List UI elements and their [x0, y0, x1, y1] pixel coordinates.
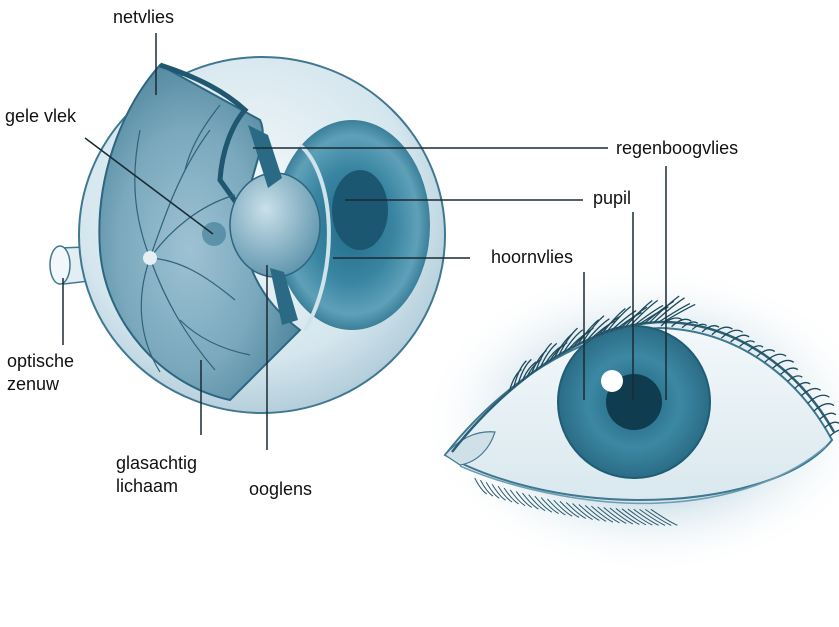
eye-cross-section — [50, 57, 445, 413]
pupil-highlight — [601, 370, 623, 392]
label-optische-zenuw: optische zenuw — [7, 350, 74, 396]
label-gele-vlek: gele vlek — [5, 105, 76, 128]
label-glasachtig-lichaam: glasachtig lichaam — [116, 452, 197, 498]
label-regenboogvlies: regenboogvlies — [616, 137, 738, 160]
lens — [230, 173, 320, 277]
optic-disc — [143, 251, 157, 265]
front-eye — [420, 265, 839, 575]
label-netvlies: netvlies — [113, 6, 174, 29]
macula — [202, 222, 226, 246]
label-pupil: pupil — [593, 187, 631, 210]
optic-nerve-end — [50, 246, 70, 284]
label-ooglens: ooglens — [249, 478, 312, 501]
back-pupil — [332, 170, 388, 250]
label-hoornvlies: hoornvlies — [491, 246, 573, 269]
